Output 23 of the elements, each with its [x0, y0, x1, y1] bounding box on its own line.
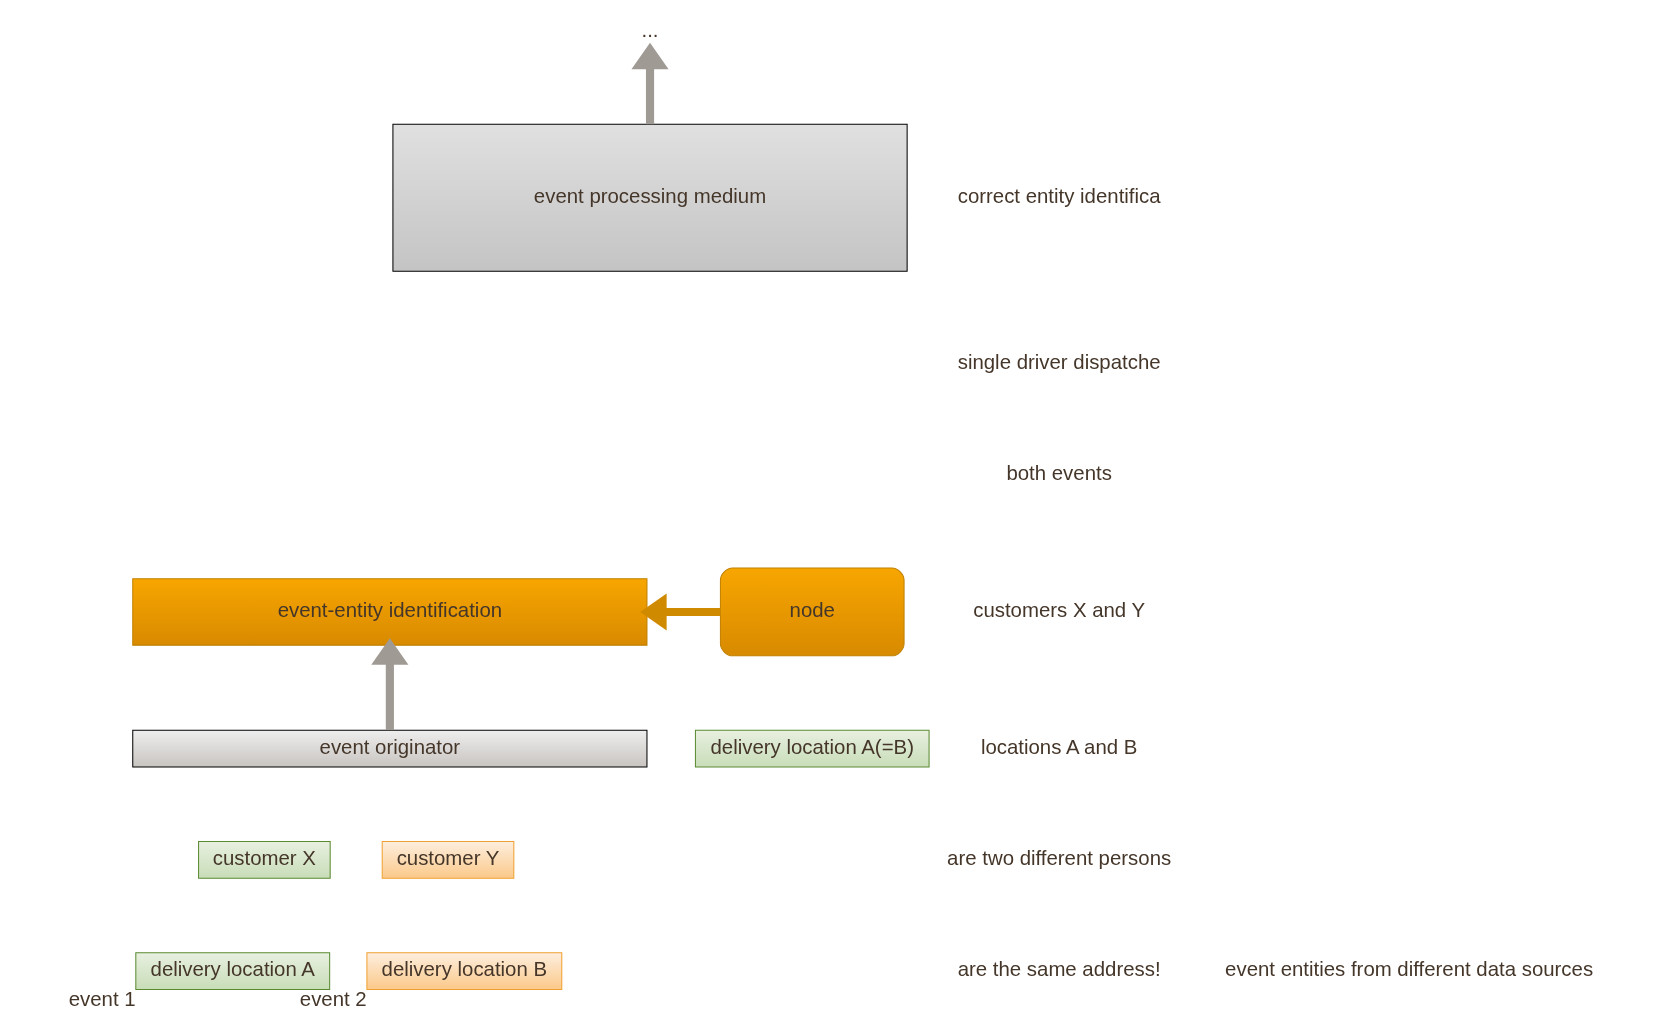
node-box: event-entity identification: [132, 577, 648, 646]
arrow: [371, 637, 409, 730]
label: are two different persons: [947, 846, 1172, 869]
label: are the same address!: [957, 957, 1161, 980]
node-box: event originator: [132, 729, 648, 768]
node-label: event 2: [299, 987, 367, 1010]
label: both events: [1006, 461, 1112, 484]
node-box: delivery location A: [135, 951, 331, 990]
node-box: customer Y: [381, 840, 515, 879]
node-box: delivery location A(=B): [694, 729, 930, 768]
node-box: customer X: [198, 840, 331, 879]
node-box: event processing medium: [392, 123, 908, 272]
arrow: [640, 592, 721, 631]
node-text: ...: [641, 18, 659, 41]
label: customers X and Y: [973, 598, 1146, 621]
label: single driver dispatche: [957, 350, 1161, 373]
label: locations A and B: [980, 735, 1138, 758]
label: event entities from different data sources: [1225, 957, 1594, 980]
node-label: event 1: [68, 987, 136, 1010]
node-box: node: [719, 567, 905, 656]
arrow: [631, 42, 669, 124]
node-box: delivery location B: [366, 951, 563, 990]
label: correct entity identifica: [957, 184, 1161, 207]
